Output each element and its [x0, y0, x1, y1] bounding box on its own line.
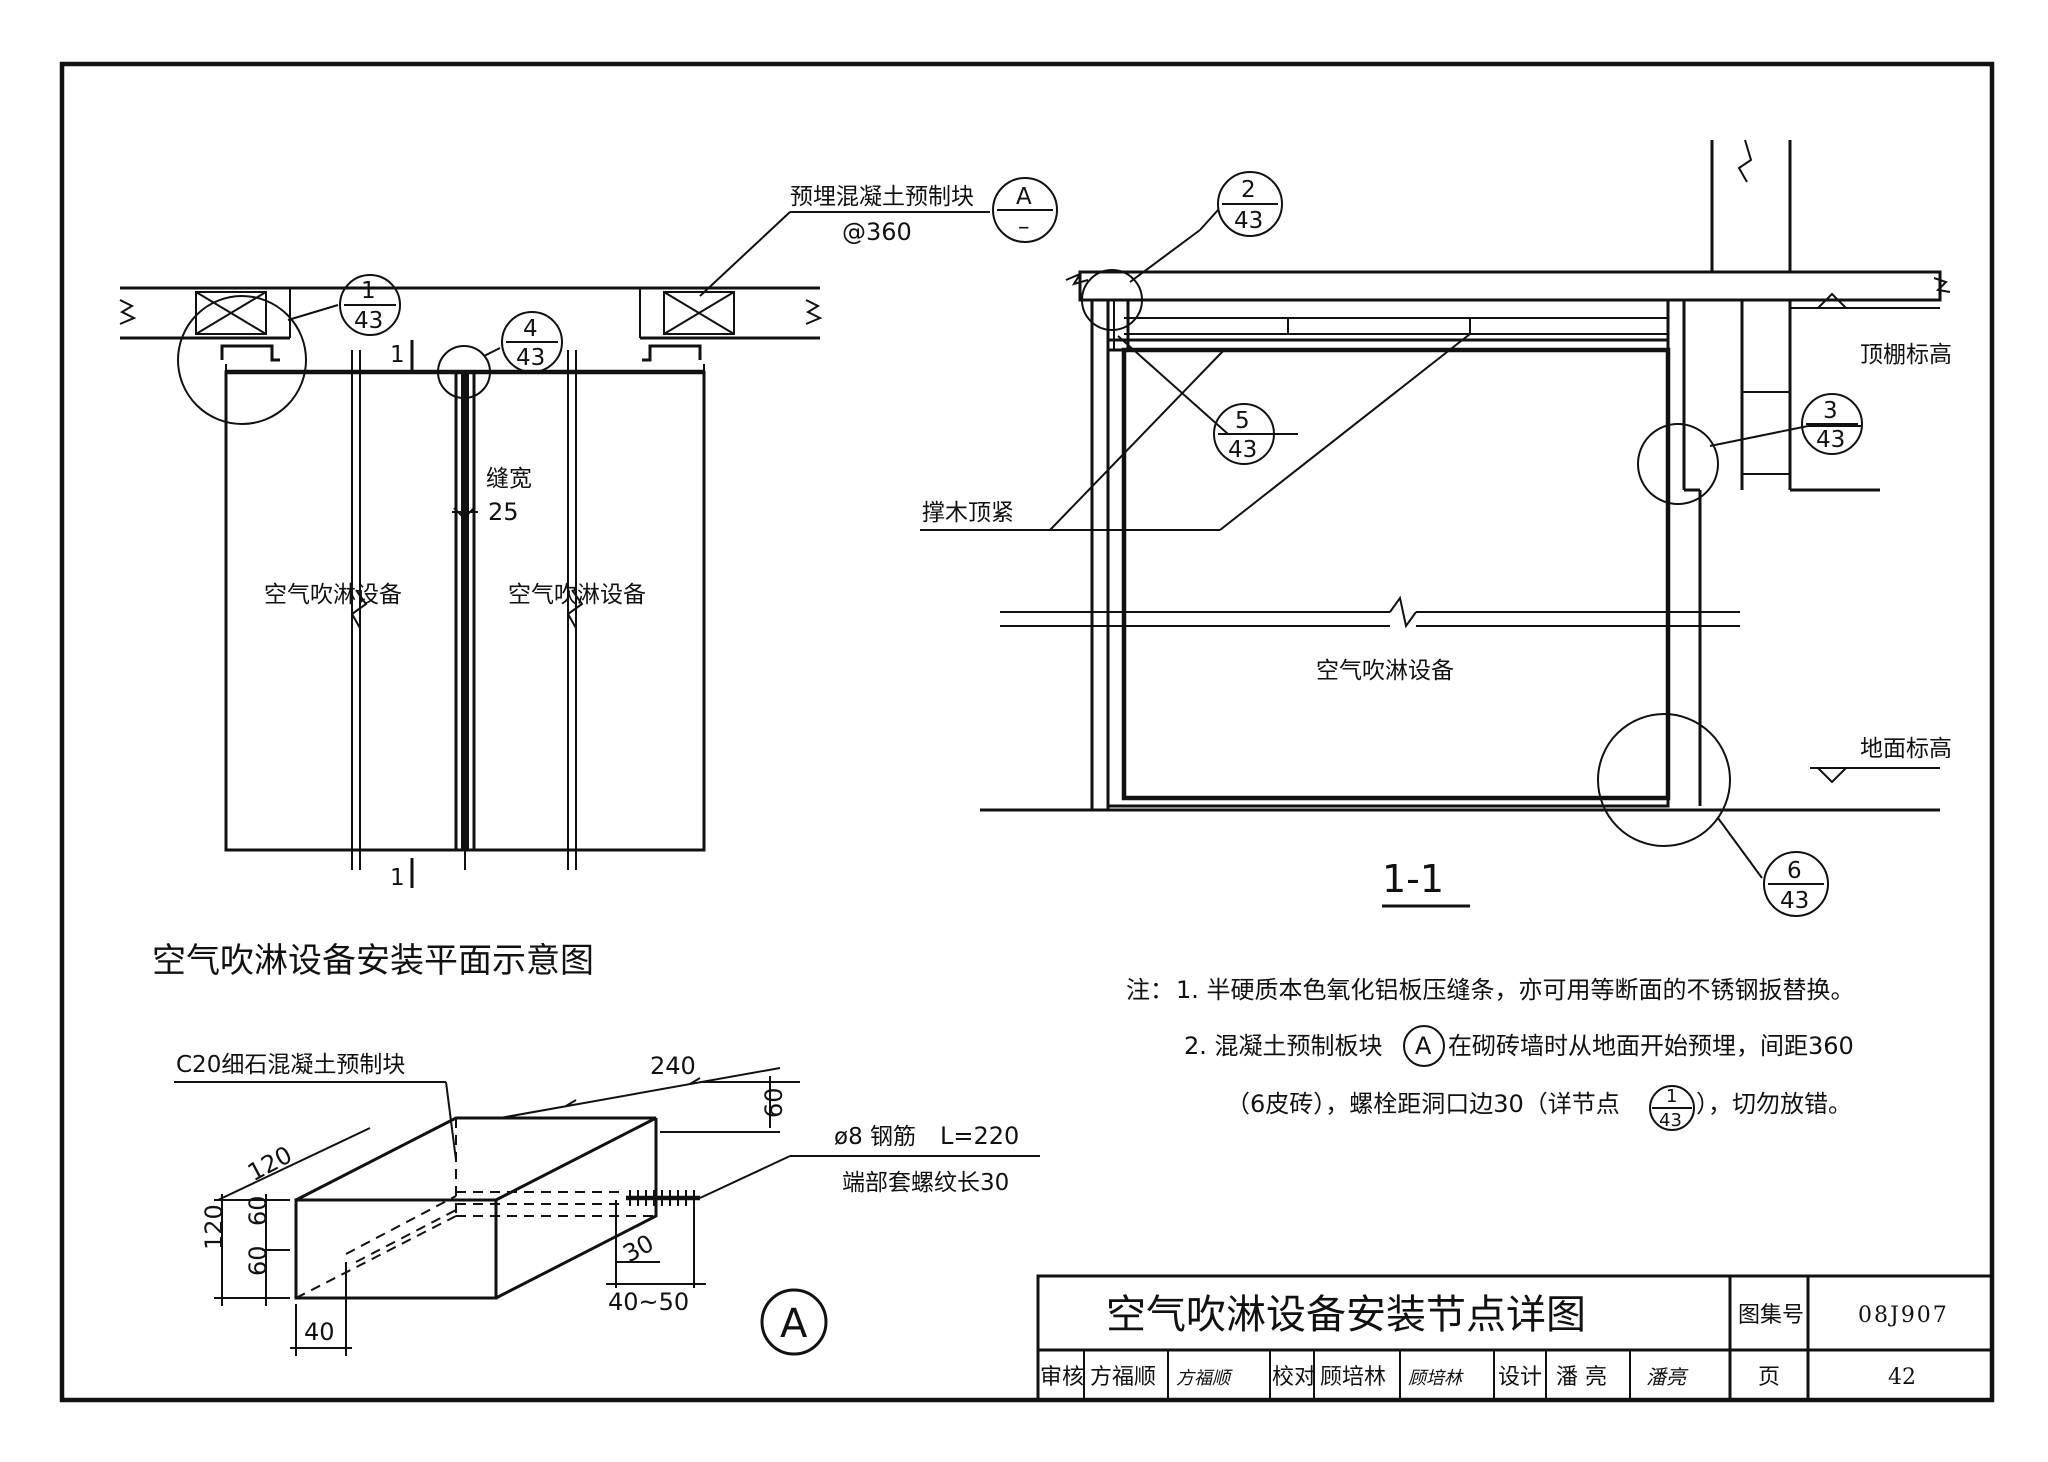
detail-ref-5-43: [1213, 403, 1275, 465]
page-number: 42: [1888, 1365, 1916, 1390]
svg-text:2: 2: [1241, 177, 1256, 203]
drawing-title: 空气吹淋设备安装节点详图: [1106, 1292, 1586, 1338]
detail-ref-3-43: [1801, 393, 1863, 455]
atlas-label: 图集号: [1738, 1303, 1804, 1328]
title-block: 空气吹淋设备安装节点详图 图集号 08J907 审核 方福顺 方福顺 校对 顾培…: [1036, 1274, 1994, 1402]
reviewer-signature: 方福顺: [1176, 1368, 1233, 1389]
svg-text:43: 43: [354, 308, 383, 334]
section-equipment-inner: [1121, 347, 1671, 801]
dim-240: 240: [650, 1052, 696, 1080]
notes: 注： 1. 半硬质本色氧化铝板压缝条，亦可用等断面的不锈钢扳替换。 2. 混凝土…: [1126, 976, 1855, 1131]
svg-text:5: 5: [1235, 408, 1250, 434]
section-equipment-outer: [1106, 338, 1670, 808]
note-prefix: 注：: [1126, 976, 1174, 1004]
section-view: 顶棚标高 地面标高 空气吹淋设备 2: [920, 139, 1952, 917]
design-label: 设计: [1498, 1365, 1542, 1390]
detail-ref-1-43: [339, 274, 401, 336]
block-detail: C20细石混凝土预制块 240 120 60 ø8 钢筋 L=220 端部套螺纹…: [174, 1052, 1040, 1356]
svg-text:–: –: [1018, 214, 1030, 240]
dim-120-left: 120: [200, 1204, 228, 1250]
check-label: 校对: [1272, 1365, 1316, 1390]
detail-circle-1: [177, 295, 307, 425]
detail-ref-4-43: [501, 311, 563, 373]
detail-ref-2-43: [1217, 171, 1283, 237]
plan-equipment-right-label: 空气吹淋设备: [508, 582, 646, 608]
note-3-post: ），切勿放错。: [1696, 1090, 1852, 1118]
ceiling-slab: [1078, 270, 1942, 302]
embed-spacing: @360: [842, 218, 912, 246]
dim-60-b: 60: [244, 1245, 272, 1276]
reviewer-name: 方福顺: [1090, 1365, 1156, 1390]
dim-60-a: 60: [244, 1195, 272, 1226]
page-label: 页: [1758, 1365, 1780, 1390]
checker-name: 顾培林: [1320, 1365, 1386, 1390]
review-label: 审核: [1040, 1365, 1084, 1390]
svg-text:43: 43: [1234, 208, 1263, 234]
plan-equipment-left-label: 空气吹淋设备: [264, 582, 402, 608]
rebar-length: L=220: [940, 1122, 1019, 1150]
embed-block-right: [663, 291, 735, 335]
note-3-pre: （6皮砖），螺栓距洞口边30（详节点: [1226, 1090, 1620, 1118]
note-2-marker: A: [1415, 1032, 1432, 1060]
note-1: 1. 半硬质本色氧化铝板压缝条，亦可用等断面的不锈钢扳替换。: [1176, 976, 1855, 1004]
detail-circle-4: [437, 345, 491, 399]
svg-text:6: 6: [1787, 858, 1802, 884]
dim-40: 40: [304, 1318, 335, 1346]
svg-text:3: 3: [1823, 398, 1838, 424]
note-2-post: 在砌砖墙时从地面开始预埋，间距360: [1448, 1032, 1854, 1060]
detail-ref-6-43: [1763, 851, 1829, 917]
svg-text:43: 43: [1816, 427, 1845, 453]
svg-text:43: 43: [516, 345, 545, 371]
svg-text:43: 43: [1780, 888, 1809, 914]
plan-equipment-left: [224, 370, 466, 852]
dim-40-50: 40~50: [608, 1288, 689, 1316]
section-mark-bottom: 1: [390, 865, 405, 891]
floor-label: 地面标高: [1860, 736, 1952, 762]
svg-text:4: 4: [523, 316, 538, 342]
checker-signature: 顾培林: [1408, 1368, 1464, 1389]
brace-label: 撑木顶紧: [922, 500, 1014, 526]
svg-text:43: 43: [1659, 1110, 1682, 1131]
svg-text:A: A: [1016, 184, 1032, 210]
designer-signature: 潘亮: [1646, 1365, 1689, 1389]
detail-marker-a: [760, 1288, 828, 1356]
dim-60-right: 60: [760, 1087, 788, 1118]
designer-name: 潘 亮: [1556, 1365, 1607, 1390]
section-title: 1-1: [1382, 857, 1444, 901]
plan-view: 1 1 1 43 4 43 预埋混凝土预制块 @360 A – 缝宽 25 空气…: [119, 177, 1058, 981]
detail-ref-a: [992, 177, 1058, 243]
gap-value: 25: [488, 498, 519, 526]
sheet-border: [59, 61, 1995, 1403]
svg-text:1: 1: [361, 278, 376, 304]
block-label: C20细石混凝土预制块: [176, 1052, 405, 1078]
ceiling-label: 顶棚标高: [1860, 342, 1952, 368]
plan-title: 空气吹淋设备安装平面示意图: [152, 941, 594, 981]
svg-text:43: 43: [1228, 437, 1257, 463]
rebar-label: ø8 钢筋: [834, 1124, 916, 1150]
section-equipment-label: 空气吹淋设备: [1316, 658, 1454, 684]
embed-label: 预埋混凝土预制块: [790, 184, 974, 210]
atlas-number: 08J907: [1858, 1303, 1949, 1328]
section-mark-top: 1: [390, 342, 405, 368]
thread-label: 端部套螺纹长30: [842, 1170, 1009, 1196]
svg-text:A: A: [780, 1301, 808, 1347]
svg-text:1: 1: [1666, 1086, 1677, 1107]
note-2-pre: 2. 混凝土预制板块: [1184, 1032, 1383, 1060]
plan-equipment-right: [464, 370, 706, 852]
gap-label: 缝宽: [486, 466, 532, 492]
dim-120-top: 120: [243, 1141, 297, 1187]
embed-block-left: [195, 291, 267, 335]
